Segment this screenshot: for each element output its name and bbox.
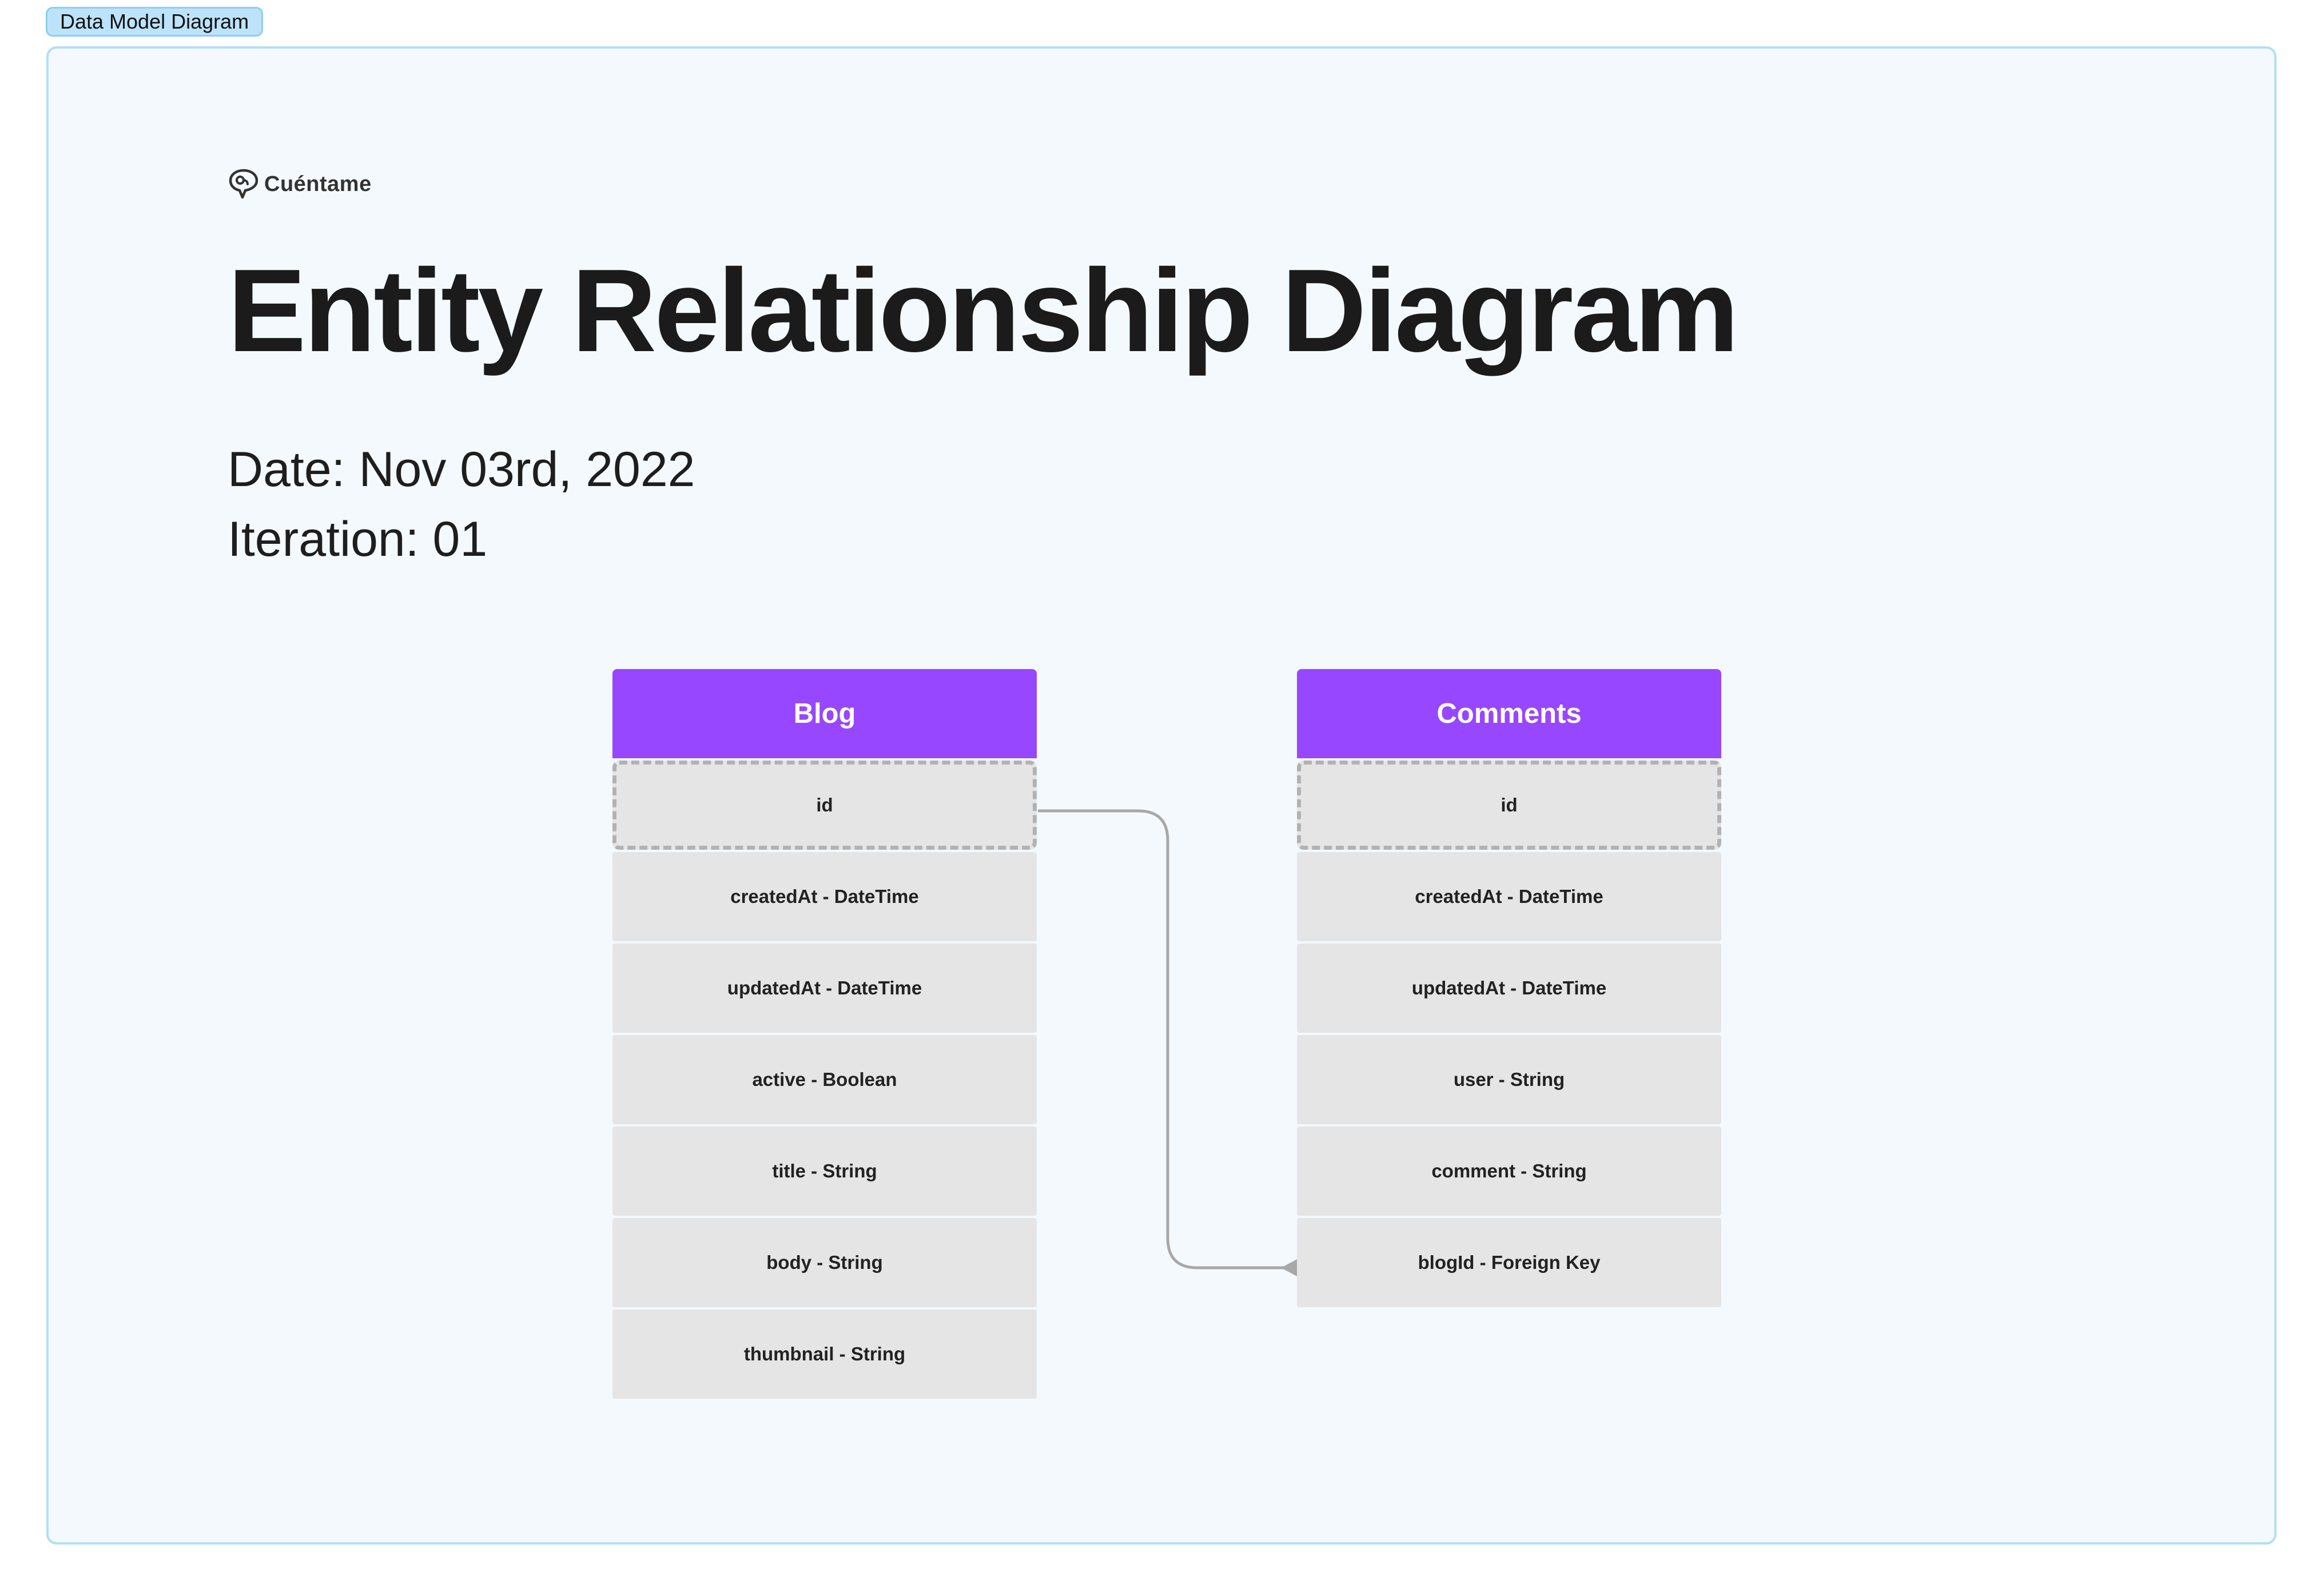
- field[interactable]: createdAt - DateTime: [612, 852, 1037, 941]
- frame-label[interactable]: Data Model Diagram: [46, 7, 264, 37]
- brand: Cuéntame: [228, 167, 372, 201]
- entity-header: Blog: [612, 669, 1037, 758]
- page-title: Entity Relationship Diagram: [228, 245, 1739, 376]
- diagram-iteration: Iteration: 01: [228, 512, 488, 567]
- field[interactable]: createdAt - DateTime: [1297, 852, 1721, 941]
- entity-blog[interactable]: Blog id createdAt - DateTime updatedAt -…: [612, 669, 1037, 1401]
- field-primary-key[interactable]: id: [1297, 761, 1721, 850]
- field[interactable]: active - Boolean: [612, 1035, 1037, 1124]
- field-primary-key[interactable]: id: [612, 761, 1037, 850]
- field[interactable]: body - String: [612, 1218, 1037, 1307]
- brand-name: Cuéntame: [264, 172, 372, 196]
- entity-header: Comments: [1297, 669, 1721, 758]
- field[interactable]: title - String: [612, 1127, 1037, 1216]
- field[interactable]: comment - String: [1297, 1127, 1721, 1216]
- chat-bubble-icon: [229, 169, 258, 199]
- field[interactable]: updatedAt - DateTime: [1297, 944, 1721, 1033]
- field[interactable]: user - String: [1297, 1035, 1721, 1124]
- diagram-date: Date: Nov 03rd, 2022: [228, 442, 695, 497]
- entity-comments[interactable]: Comments id createdAt - DateTime updated…: [1297, 669, 1721, 1310]
- field[interactable]: updatedAt - DateTime: [612, 944, 1037, 1033]
- field[interactable]: thumbnail - String: [612, 1310, 1037, 1399]
- diagram-frame: [46, 46, 2277, 1545]
- field-foreign-key[interactable]: blogId - Foreign Key: [1297, 1218, 1721, 1307]
